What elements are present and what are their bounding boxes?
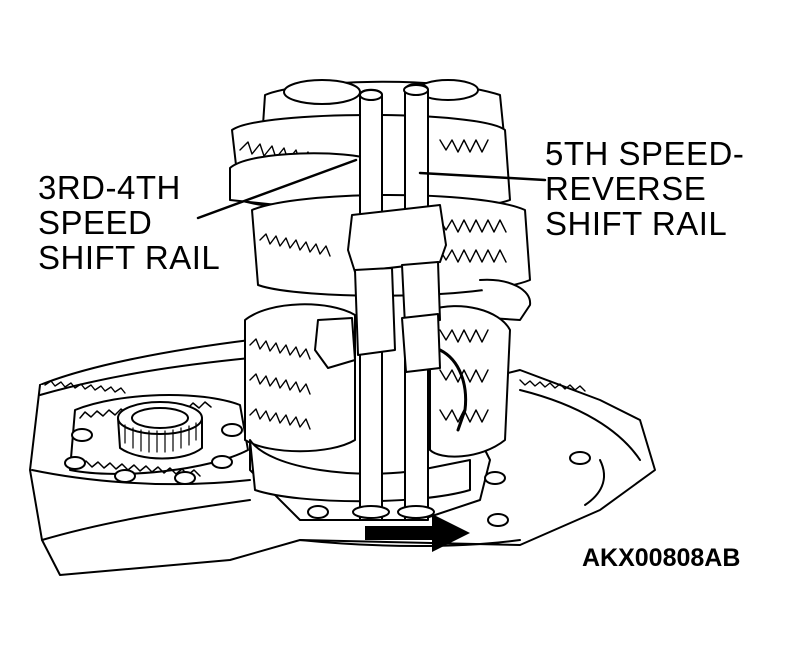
label-right-line-2: REVERSE <box>545 170 707 207</box>
leader-line-left <box>196 158 358 220</box>
label-3rd-4th-speed-shift-rail: 3RD-4TH SPEED SHIFT RAIL <box>38 170 220 275</box>
shift-rails <box>314 83 447 521</box>
leader-line-right <box>418 171 547 182</box>
label-5th-speed-reverse-shift-rail: 5TH SPEED- REVERSE SHIFT RAIL <box>545 136 744 241</box>
label-left-line-2: SPEED <box>38 204 153 241</box>
label-left-line-3: SHIFT RAIL <box>38 239 221 276</box>
label-right-line-3: SHIFT RAIL <box>545 205 728 242</box>
direction-arrow <box>365 514 470 552</box>
label-right-line-1: 5TH SPEED- <box>545 135 745 172</box>
figure-id: AKX00808AB <box>582 544 741 572</box>
label-left-line-1: 3RD-4TH <box>38 169 181 206</box>
